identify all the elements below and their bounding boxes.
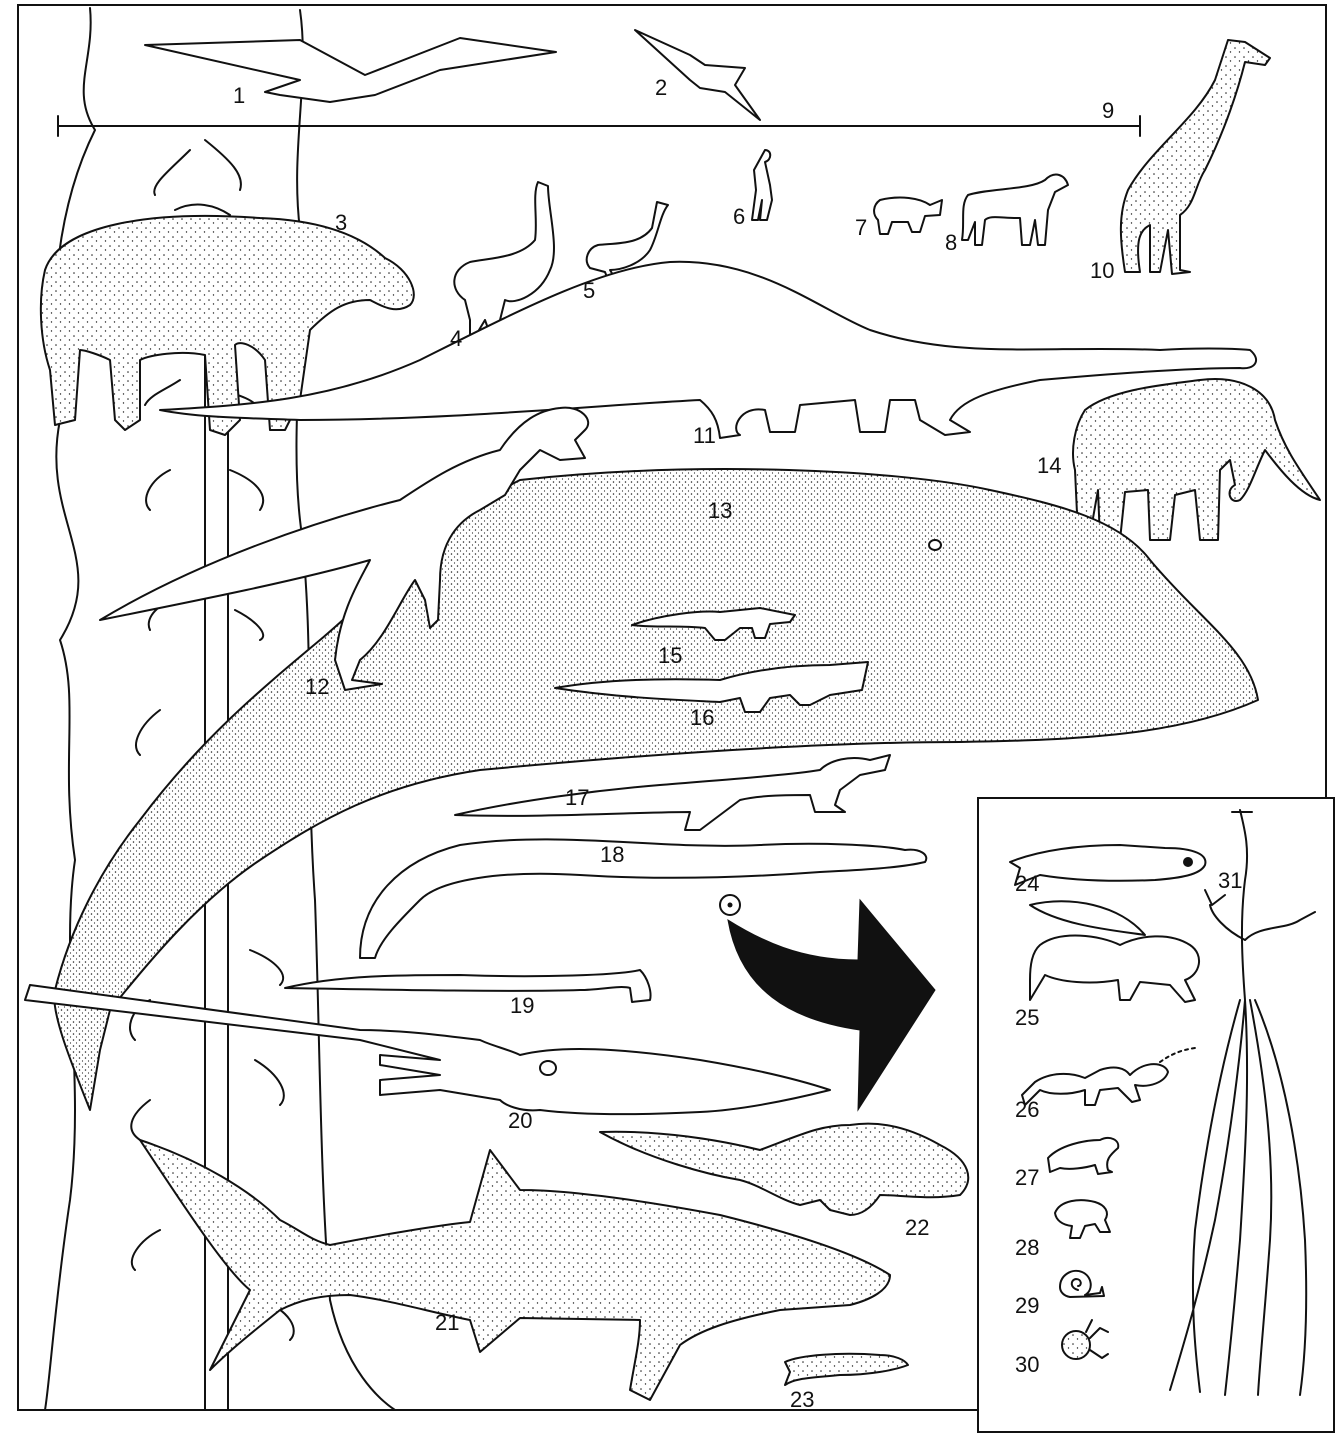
label-19: 19 (510, 993, 534, 1018)
label-25: 25 (1015, 1005, 1039, 1030)
label-1: 1 (233, 83, 245, 108)
label-24: 24 (1015, 871, 1039, 896)
label-20: 20 (508, 1108, 532, 1133)
label-16: 16 (690, 705, 714, 730)
scale-bar (58, 116, 1140, 136)
label-22: 22 (905, 1215, 929, 1240)
label-8: 8 (945, 230, 957, 255)
horse-icon (962, 175, 1068, 245)
dunkleosteus-icon (600, 1124, 968, 1215)
label-9: 9 (1102, 98, 1114, 123)
sheep-icon (874, 198, 942, 234)
giant-squid-icon (25, 985, 830, 1114)
label-10: 10 (1090, 258, 1114, 283)
snake-icon (360, 839, 926, 958)
albatross-icon (635, 30, 760, 120)
snake2-icon (285, 970, 651, 1002)
label-11: 11 (693, 423, 716, 448)
label-12: 12 (305, 674, 329, 699)
label-6: 6 (733, 204, 745, 229)
label-14: 14 (1037, 453, 1061, 478)
label-15: 15 (658, 643, 682, 668)
label-2: 2 (655, 75, 667, 100)
magnify-point-center (728, 903, 733, 908)
label-3: 3 (335, 210, 347, 235)
fish-eye (1183, 857, 1193, 867)
label-31: 31 (1218, 868, 1242, 893)
label-28: 28 (1015, 1235, 1039, 1260)
label-27: 27 (1015, 1165, 1039, 1190)
label-4: 4 (450, 326, 462, 351)
elephant-icon (1073, 379, 1320, 540)
human-icon (752, 150, 772, 220)
squid-eye (540, 1061, 556, 1075)
label-13: 13 (708, 498, 732, 523)
salmon-icon (785, 1354, 908, 1385)
mite-icon (1062, 1331, 1090, 1359)
label-21: 21 (435, 1310, 459, 1335)
whale-blowhole (929, 540, 941, 550)
label-7: 7 (855, 215, 867, 240)
label-30: 30 (1015, 1352, 1039, 1377)
pterosaur-icon (145, 38, 556, 102)
label-29: 29 (1015, 1293, 1039, 1318)
label-5: 5 (583, 278, 595, 303)
label-17: 17 (565, 785, 589, 810)
label-18: 18 (600, 842, 624, 867)
giraffe-icon (1121, 40, 1270, 274)
label-26: 26 (1015, 1097, 1039, 1122)
label-23: 23 (790, 1387, 814, 1412)
